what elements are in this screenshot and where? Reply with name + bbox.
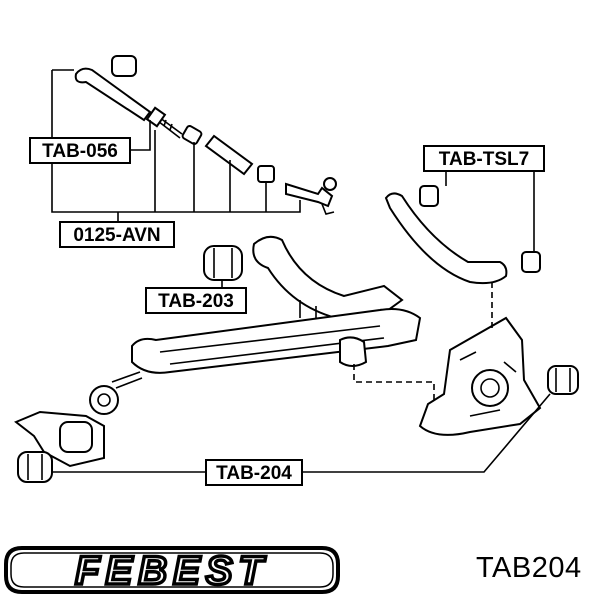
toe-rod-arm (74, 67, 152, 122)
ball-joint-stud (323, 177, 337, 191)
label-tab-tsl7: TAB-TSL7 (423, 145, 545, 172)
toe-rod-bushing-small (181, 125, 203, 145)
toe-rod-sleeve (204, 134, 254, 176)
label-tab-203: TAB-203 (145, 287, 247, 314)
tab-203-text: TAB-203 (158, 291, 234, 312)
tab-tsl7-text: TAB-TSL7 (439, 149, 529, 170)
hub-bore (471, 369, 509, 407)
tsl7-upper-bushing (419, 185, 439, 207)
trailing-arm (89, 308, 435, 415)
label-tab-204: TAB-204 (205, 459, 303, 486)
trailing-arm-dashed-guide (353, 364, 435, 408)
knuckle-details (459, 351, 517, 417)
tab204-bushing (17, 451, 53, 483)
tab-204-box (205, 459, 303, 486)
toe-rod-washer (257, 165, 275, 183)
tab204-leader-right (302, 393, 551, 473)
cam-washer-hole (97, 393, 111, 407)
avn-text: 0125-AVN (73, 225, 160, 246)
avn-box (59, 221, 175, 248)
febest-logo: FEBEST (4, 546, 340, 595)
toe-rod-upper-bushing (111, 55, 137, 77)
toe-rod-lock-nut (145, 106, 167, 128)
tsl7-lower-bushing (521, 251, 541, 273)
tab-tsl7-box (423, 145, 545, 172)
upper-arm-assembly (384, 170, 541, 285)
tab204-assembly (14, 393, 551, 483)
logo-outline (4, 546, 340, 594)
tab-056-text: TAB-056 (42, 141, 118, 162)
logo-text: FEBEST (75, 549, 269, 593)
hub-bore-inner (480, 378, 500, 398)
part-code: TAB204 (476, 552, 582, 584)
knuckle-assembly (418, 282, 579, 436)
tab-203-box (145, 287, 247, 314)
tab-056-box (29, 137, 131, 164)
trailing-arm-body (131, 308, 422, 374)
toe-rod-ball-joint (285, 182, 334, 208)
trailing-arm-mount (339, 336, 368, 367)
trailing-arm-bolt (111, 371, 143, 389)
cam-washer (89, 385, 119, 415)
upper-control-arm (384, 192, 508, 285)
tab203-bushing (203, 245, 243, 281)
logo-inner-outline (10, 552, 334, 588)
toe-rod-assembly (74, 55, 337, 215)
knuckle-bushing-rings (555, 368, 571, 392)
lateral-arm (252, 235, 404, 320)
ball-joint-nut (321, 203, 335, 215)
knuckle-bushing (547, 365, 579, 395)
label-0125-avn: 0125-AVN (59, 221, 175, 248)
tab203-bushing-rings (213, 248, 233, 278)
tab056-leader (130, 120, 151, 151)
toe-rod-leaders (51, 69, 301, 225)
label-tab-056: TAB-056 (29, 137, 131, 164)
avn-bracket-line (51, 70, 301, 213)
bracket-bushing (59, 421, 93, 453)
tab204-bushing-rings (27, 454, 43, 480)
lower-arm-assembly (203, 235, 404, 322)
tab-204-text: TAB-204 (216, 463, 292, 484)
